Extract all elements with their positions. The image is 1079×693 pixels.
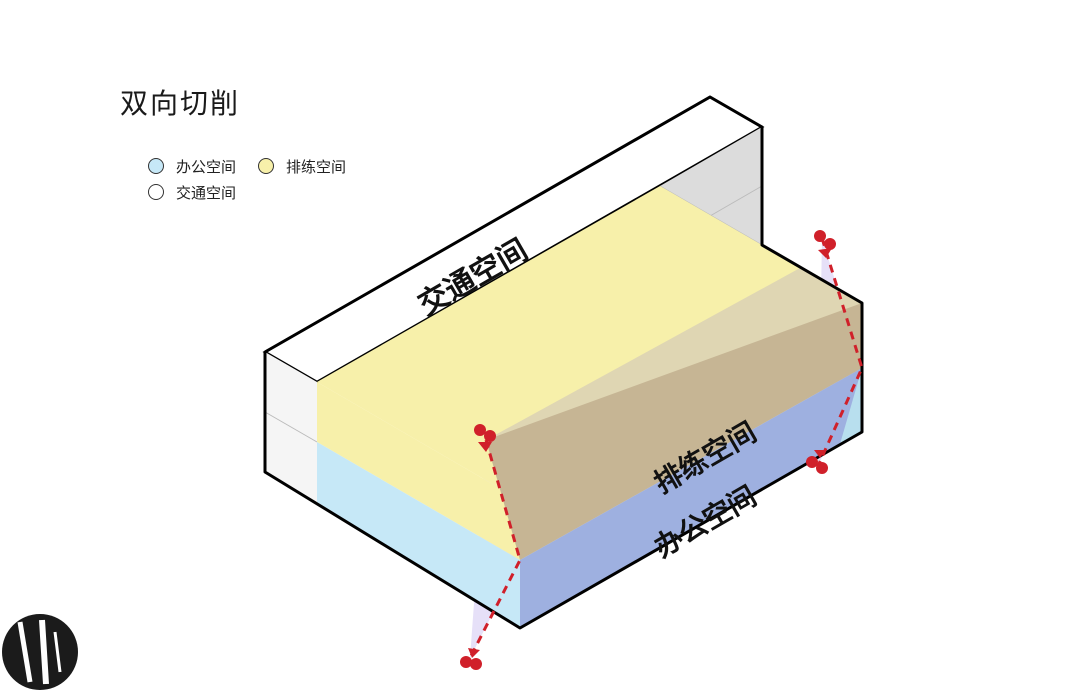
building-outline (263, 95, 864, 630)
watermark-logo (2, 614, 78, 690)
scissors-icon (806, 450, 828, 474)
legend-row-1: 办公空间 排练空间 (148, 153, 368, 179)
legend: 办公空间 排练空间 交通空间 (148, 153, 368, 205)
legend-label-rehearsal: 排练空间 (286, 157, 347, 176)
scissors-icon (474, 424, 496, 452)
circulation-side-floor-line (709, 185, 763, 217)
legend-item-office: 办公空间 (148, 156, 236, 177)
legend-item-rehearsal: 排练空间 (258, 156, 346, 177)
diagram-title: 双向切削 (120, 87, 241, 120)
office-side-sliver (840, 368, 862, 444)
cut-line-left (468, 439, 522, 659)
office-cut-face (520, 368, 862, 628)
scissors-icon (460, 648, 482, 670)
legend-item-circulation: 交通空间 (148, 182, 236, 203)
legend-label-office: 办公空间 (176, 157, 237, 176)
office-front-face (317, 442, 520, 628)
rehearsal-cut-face (486, 303, 862, 560)
rehearsal-top-face (317, 186, 862, 500)
legend-label-circulation: 交通空间 (176, 183, 237, 202)
office-swatch (148, 158, 164, 174)
legend-row-2: 交通空间 (148, 179, 368, 205)
cut-line-right (816, 237, 864, 467)
rehearsal-swatch (258, 158, 275, 174)
circulation-swatch (148, 184, 164, 200)
circulation-floor-line (264, 411, 318, 443)
rehearsal-front-face (317, 382, 520, 560)
scissors-icon (814, 230, 836, 258)
